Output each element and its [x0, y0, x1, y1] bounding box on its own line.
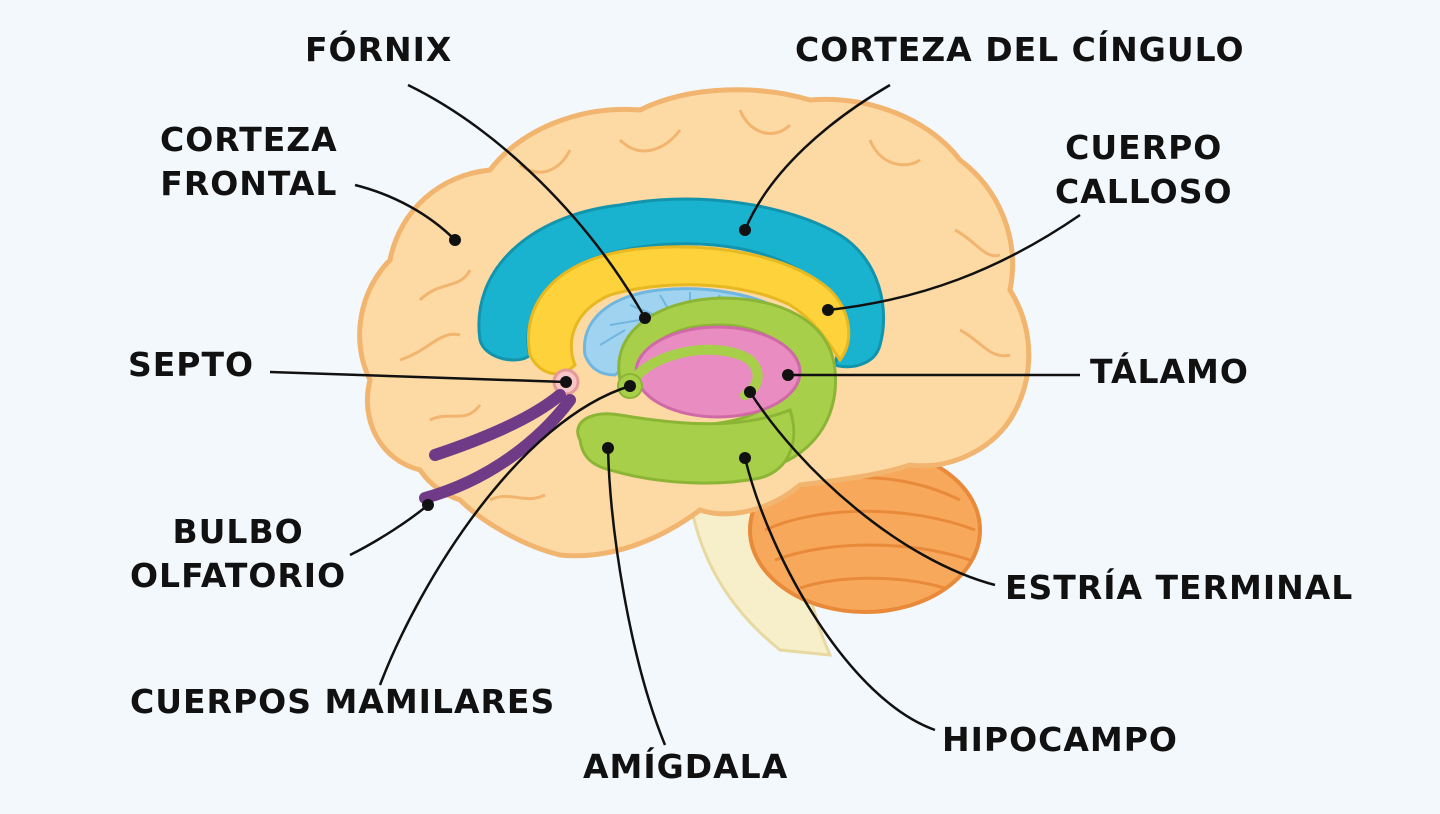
leader-fornix [407, 83, 647, 319]
label-bulbo-olfatorio-line2: OLFATORIO [130, 556, 347, 595]
label-bulbo-olfatorio: BULBO OLFATORIO [130, 510, 346, 598]
leader-cuerpo-calloso [827, 213, 1081, 312]
fornix-arc [625, 344, 763, 400]
label-septo: SEPTO [128, 345, 255, 384]
leader-corteza-cingulo [743, 83, 891, 231]
label-cuerpo-calloso: CUERPO CALLOSO [1055, 126, 1233, 214]
leader-mamilares [378, 384, 631, 686]
label-hipocampo: HIPOCAMPO [942, 720, 1178, 759]
label-estria-terminal: ESTRÍA TERMINAL [1005, 568, 1354, 607]
dot-corteza-cingulo [739, 224, 751, 236]
label-cuerpo-calloso-line1: CUERPO [1065, 128, 1223, 167]
label-corteza-frontal-line2: FRONTAL [160, 164, 338, 203]
label-amigdala: AMÍGDALA [583, 747, 789, 786]
label-corteza-frontal: CORTEZA FRONTAL [160, 118, 338, 206]
leader-septo [269, 370, 567, 384]
dot-mamilares [624, 380, 636, 392]
label-cuerpo-calloso-line2: CALLOSO [1055, 172, 1233, 211]
dot-fornix [639, 312, 651, 324]
label-corteza-cingulo: CORTEZA DEL CÍNGULO [795, 30, 1245, 69]
dot-talamo [782, 369, 794, 381]
leader-bulbo [349, 504, 429, 557]
olfactory-bulb [419, 389, 576, 504]
label-fornix: FÓRNIX [305, 30, 453, 69]
leader-estria [748, 391, 996, 587]
dot-cuerpo-calloso [822, 304, 834, 316]
dot-estria [744, 386, 756, 398]
leader-dots [422, 224, 834, 511]
thalamus [634, 325, 802, 419]
leader-hipocampo [743, 457, 936, 732]
dot-hipocampo [739, 452, 751, 464]
label-talamo: TÁLAMO [1090, 352, 1249, 391]
dot-corteza-frontal [449, 234, 461, 246]
cortex-sulci [399, 109, 1011, 502]
corpus-callosum [527, 245, 851, 376]
dot-bulbo [422, 499, 434, 511]
leader-lines [269, 83, 1081, 746]
label-cuerpos-mamilares: CUERPOS MAMILARES [130, 682, 556, 721]
label-corteza-frontal-line1: CORTEZA [160, 120, 338, 159]
leader-amigdala [606, 447, 667, 746]
dot-septo [560, 376, 572, 388]
label-bulbo-olfatorio-line1: BULBO [172, 512, 304, 551]
leader-corteza-frontal [354, 183, 456, 241]
dot-amigdala [602, 442, 614, 454]
